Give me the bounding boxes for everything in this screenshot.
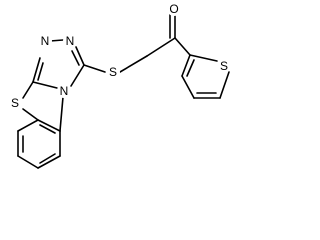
atom-o: O	[167, 2, 181, 16]
bond	[186, 59, 195, 77]
atom-s-thiophene-label: S	[220, 59, 228, 73]
atom-n1-label: N	[41, 34, 50, 48]
bond	[17, 119, 39, 132]
atom-n-bridge-label: N	[60, 84, 69, 98]
atom-o-label: O	[169, 2, 178, 16]
bond	[32, 57, 41, 83]
bond	[219, 71, 230, 99]
atom-s-ring-label: S	[11, 96, 19, 110]
bond	[181, 75, 195, 99]
bond	[59, 96, 64, 132]
bond	[119, 55, 148, 73]
atom-s-link-label: S	[109, 65, 117, 79]
bond	[22, 108, 39, 121]
atom-n2: N	[63, 34, 77, 48]
bond	[37, 62, 44, 81]
bond	[37, 155, 61, 169]
molecule-drawing: N N N S S O S	[8, 2, 231, 169]
bond	[83, 64, 106, 73]
bond-layer	[17, 12, 230, 169]
bond	[189, 54, 218, 62]
bond	[181, 54, 191, 77]
bond	[146, 37, 176, 57]
bond	[70, 64, 85, 87]
atom-s-ring: S	[8, 96, 22, 110]
atom-label-layer: N N N S S O S	[8, 2, 231, 110]
bond	[37, 119, 61, 132]
bond	[75, 46, 85, 66]
bond	[49, 39, 64, 42]
bond	[32, 81, 58, 89]
atom-s-thiophene: S	[217, 59, 231, 73]
bond	[22, 81, 34, 99]
bond	[39, 153, 56, 164]
atom-n-bridge: N	[57, 84, 71, 98]
bond	[39, 124, 56, 134]
atom-n1: N	[38, 34, 52, 48]
bond	[71, 50, 80, 66]
atom-n2-label: N	[66, 34, 75, 48]
bond	[174, 37, 191, 56]
atom-s-link: S	[106, 65, 120, 79]
chemical-structure-canvas: N N N S S O S	[8, 2, 231, 169]
bond	[17, 155, 39, 169]
